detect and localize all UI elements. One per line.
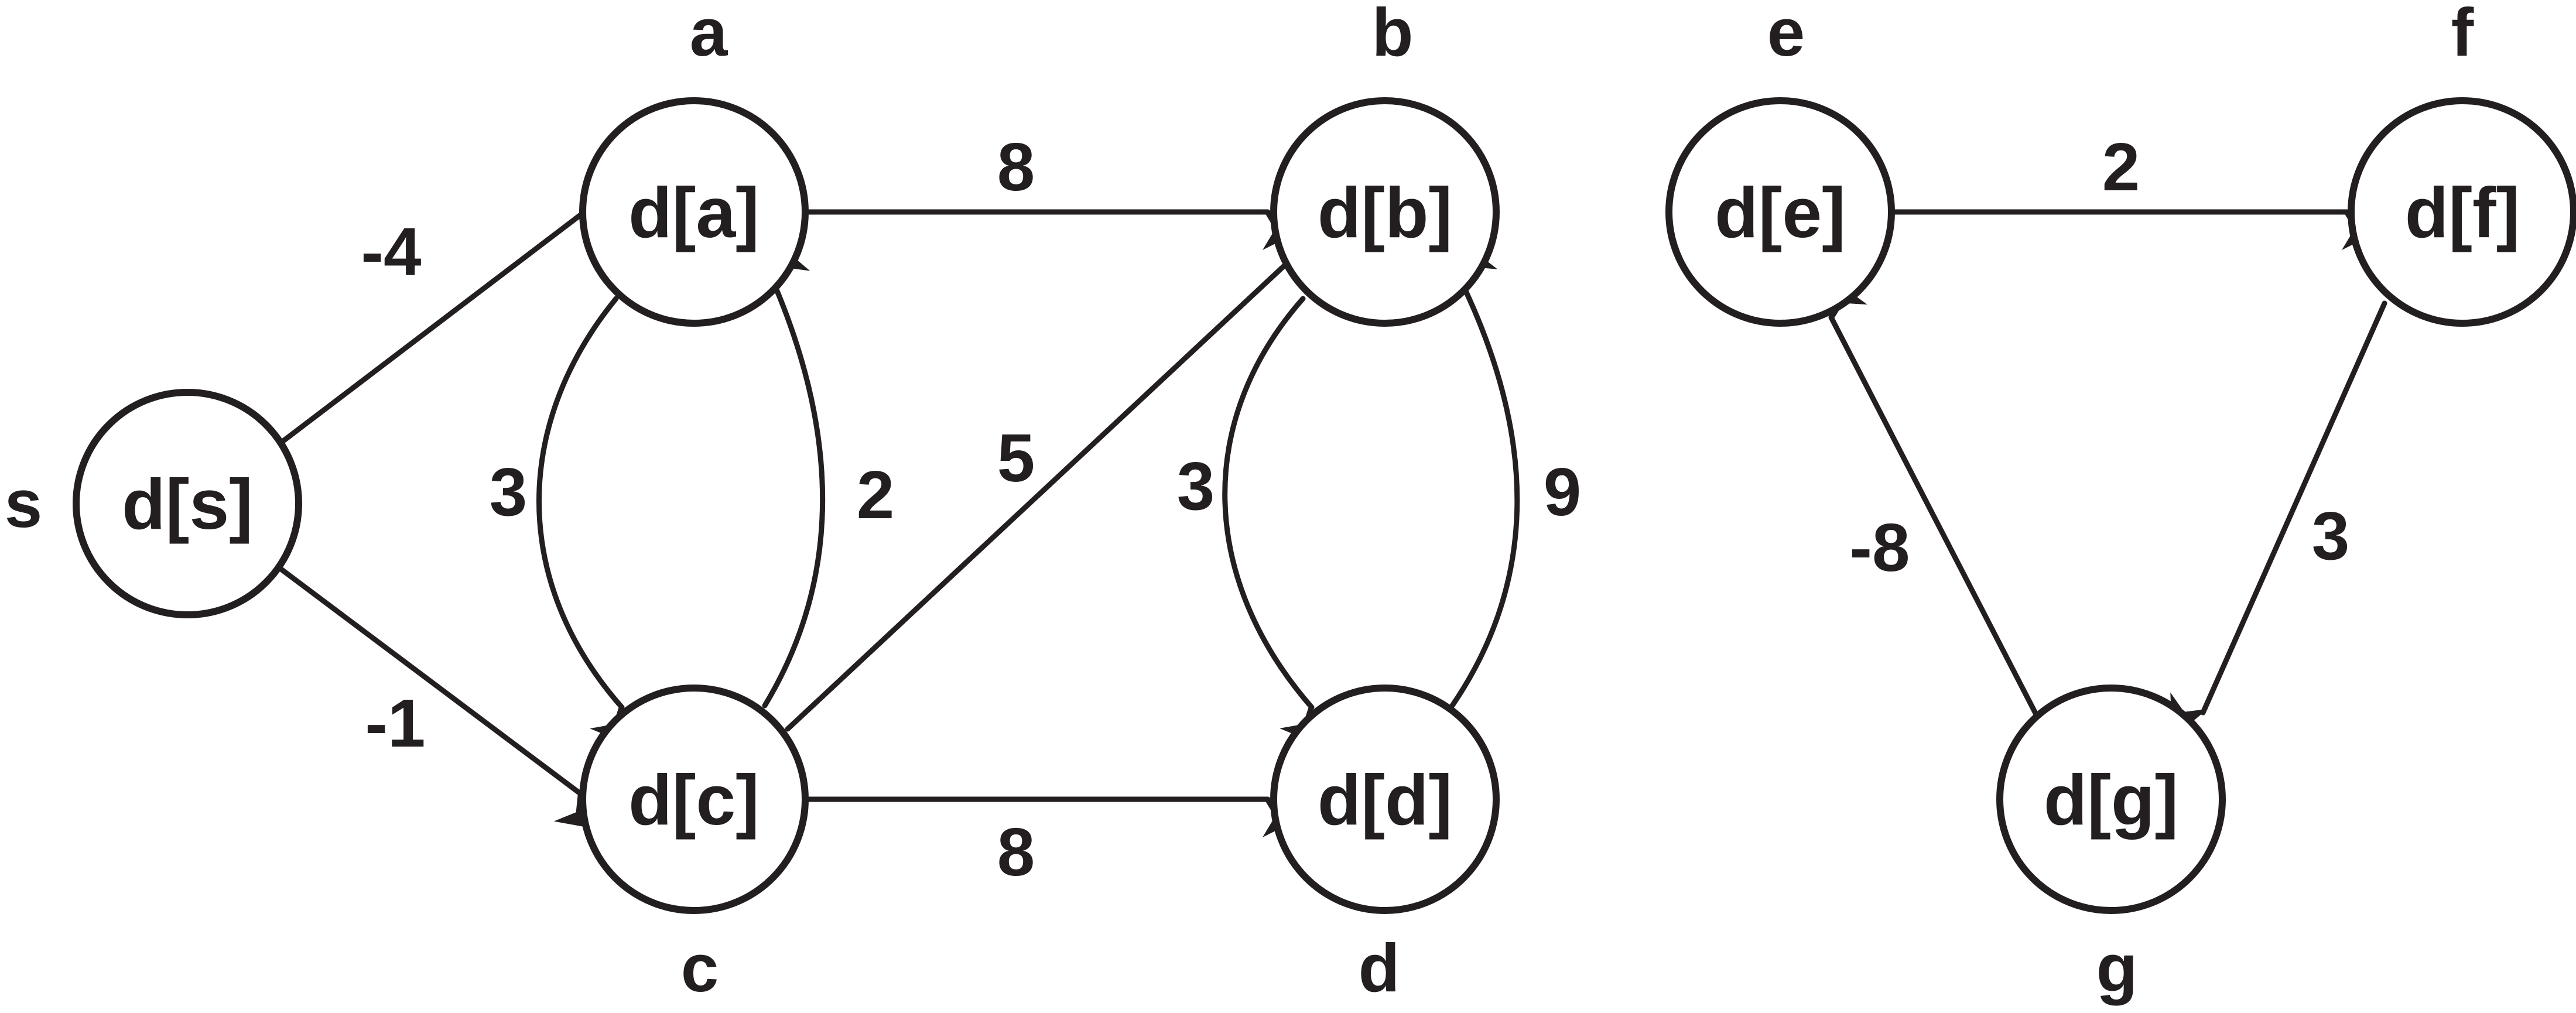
edge-s-a	[281, 207, 619, 443]
node-e: d[e] e	[1665, 0, 1895, 327]
node-s-value: d[s]	[122, 464, 253, 544]
node-f: d[f] f	[2348, 0, 2576, 327]
edge-weight-s-a: -4	[361, 214, 421, 290]
edge-weight-s-c: -1	[365, 685, 425, 761]
edge-weight-f-g: 3	[2312, 498, 2350, 574]
edge-weight-b-d: 3	[1177, 448, 1215, 524]
edge-c-b	[785, 253, 1324, 732]
node-b-circle	[1270, 97, 1500, 327]
edge-weight-g-e: -8	[1849, 509, 1910, 586]
edge-weight-e-f: 2	[2102, 129, 2140, 205]
edge-c-a	[762, 241, 826, 709]
edge-weight-a-c: 3	[490, 454, 528, 530]
edge-g-e	[1828, 278, 2039, 717]
node-b: d[b] b	[1270, 0, 1500, 327]
node-b-value: d[b]	[1318, 173, 1452, 252]
node-e-value: d[e]	[1715, 173, 1846, 252]
node-g-value: d[g]	[2044, 760, 2178, 840]
node-a: d[a] a	[579, 0, 809, 327]
node-c: d[c] c	[579, 685, 809, 1006]
node-d-value: d[d]	[1318, 760, 1452, 840]
node-c-value: d[c]	[628, 760, 760, 840]
node-d-name: d	[1359, 930, 1400, 1006]
node-s: d[s] s	[5, 389, 302, 618]
node-g-circle	[1996, 685, 2226, 914]
edge-a-c	[536, 296, 632, 746]
node-b-name: b	[1372, 0, 1414, 70]
node-g: d[g] g	[1996, 685, 2226, 1006]
node-g-name: g	[2096, 930, 2138, 1006]
nodes: d[s] s d[a] a d[b] b d[c] c d[d] d d[e] …	[5, 0, 2576, 1006]
edge-weights: -4 -1 8 3 2 5 8 3 9 2 3 -8	[361, 129, 2349, 890]
node-f-circle	[2348, 97, 2576, 327]
node-a-circle	[579, 97, 809, 327]
edge-weight-c-b: 5	[997, 420, 1035, 496]
edges	[278, 207, 2387, 837]
node-s-name: s	[5, 466, 43, 542]
node-f-name: f	[2451, 0, 2474, 70]
node-f-value: d[f]	[2405, 173, 2520, 252]
node-e-circle	[1665, 97, 1895, 327]
edge-weight-d-b: 9	[1544, 454, 1582, 530]
node-d-circle	[1270, 685, 1500, 914]
edge-b-d	[1222, 296, 1322, 746]
edge-weight-c-d: 8	[997, 814, 1035, 890]
edge-weight-a-b: 8	[997, 129, 1035, 205]
edge-weight-c-a: 2	[857, 457, 895, 533]
edge-d-b	[1449, 241, 1520, 709]
node-s-circle	[73, 389, 302, 618]
edge-s-c	[278, 566, 599, 830]
node-a-name: a	[690, 0, 728, 70]
node-c-circle	[579, 685, 809, 914]
node-e-name: e	[1767, 0, 1805, 70]
node-c-name: c	[681, 930, 719, 1006]
edge-f-g	[2170, 300, 2387, 738]
node-d: d[d] d	[1270, 685, 1500, 1006]
node-a-value: d[a]	[628, 173, 760, 252]
